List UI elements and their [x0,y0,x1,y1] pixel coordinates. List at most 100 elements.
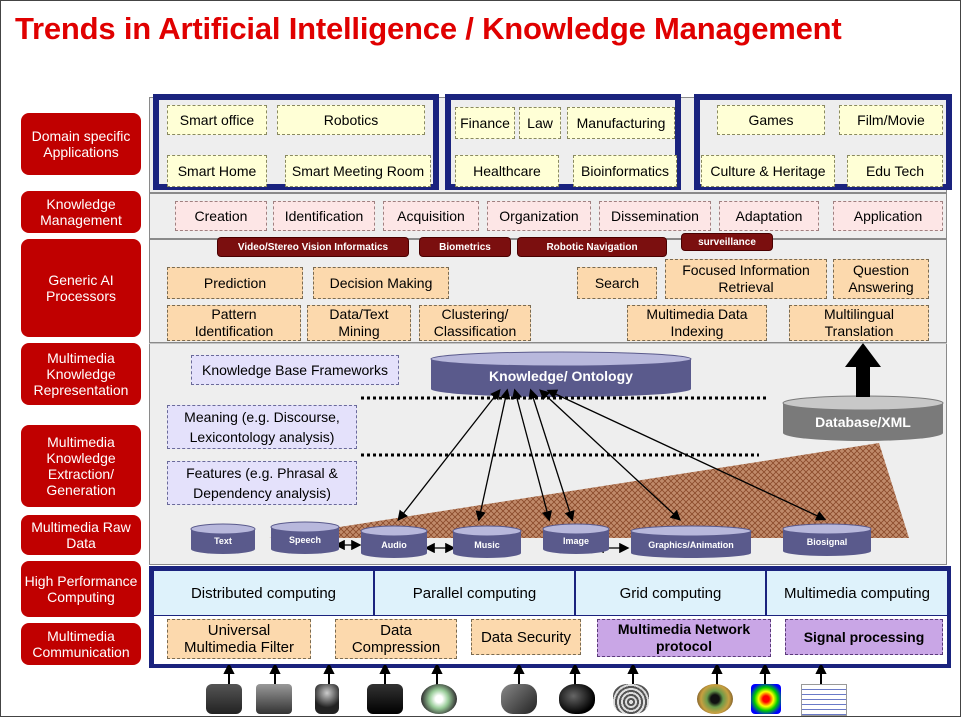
tag-surveillance: surveillance [681,233,773,251]
comm-universal-filter: Universal Multimedia Filter [167,619,311,659]
domain-edu-tech: Edu Tech [847,155,943,187]
proc-decision-making: Decision Making [313,267,449,299]
domain-group-culture [694,94,952,190]
domain-smart-office: Smart office [167,105,267,135]
scanner-icon [256,684,292,714]
comm-signal-processing: Signal processing [785,619,943,655]
km-dissemination: Dissemination [599,201,711,231]
raw-graphics-animation: Graphics/Animation [648,540,734,550]
label-knowledge-management: Knowledge Management [21,191,141,233]
domain-smart-home: Smart Home [167,155,267,187]
fingerprint-icon [613,684,649,714]
label-high-performance: High Performance Computing [21,561,141,617]
cd-music-icon [421,684,457,714]
label-communication: Multimedia Communication [21,623,141,665]
comm-network-line2: protocol [656,638,712,654]
features-line2: Dependency analysis) [193,485,331,501]
comm-filter-line2: Multimedia Filter [183,639,295,656]
proc-search: Search [577,267,657,299]
proc-data-text-mining: Data/Text Mining [307,305,411,341]
domain-healthcare: Healthcare [455,155,559,187]
proc-multilingual-line1: Multilingual [823,306,895,322]
knowledge-ontology: Knowledge/ Ontology [489,368,633,384]
comm-compression-line1: Data [380,622,412,639]
km-acquisition: Acquisition [383,201,479,231]
km-application: Application [833,201,943,231]
meaning-analysis: Meaning (e.g. Discourse, Lexicontology a… [167,405,357,449]
features-line1: Features (e.g. Phrasal & [186,465,338,481]
proc-clustering-line2: Classification [433,323,517,339]
eye-iris-icon [697,684,733,714]
label-generic-ai: Generic AI Processors [21,239,141,337]
proc-question-line1: Question [852,262,910,278]
domain-manufacturing: Manufacturing [567,107,675,139]
raw-data-cylinders [190,521,872,558]
domain-law: Law [519,107,561,139]
proc-mmindex-line1: Multimedia Data [646,306,748,322]
raw-speech: Speech [288,535,321,545]
km-organization: Organization [487,201,591,231]
input-arrows [223,665,827,685]
video-camera-icon [367,684,403,714]
km-adaptation: Adaptation [719,201,819,231]
proc-clustering-line1: Clustering/ [441,306,509,322]
computing-parallel: Parallel computing [375,571,575,615]
tag-biometrics: Biometrics [419,237,511,257]
label-domain-apps: Domain specific Applications [21,113,141,175]
proc-question-answering: Question Answering [833,259,929,299]
domain-finance: Finance [455,107,515,139]
proc-multilingual: Multilingual Translation [789,305,929,341]
domain-group-smart-living [153,94,439,190]
proc-prediction: Prediction [167,267,303,299]
page-title: Trends in Artificial Intelligence / Know… [15,11,842,46]
proc-pattern-line2: Identification [194,323,274,339]
domain-bioinformatics: Bioinformatics [573,155,677,187]
raw-image: Image [562,536,589,546]
tag-robotic-navigation: Robotic Navigation [517,237,667,257]
proc-clustering: Clustering/ Classification [419,305,531,341]
up-arrow-icon [845,343,881,397]
microphone-icon [315,684,339,714]
kb-frameworks: Knowledge Base Frameworks [191,355,399,385]
computing-grid: Grid computing [576,571,766,615]
pen-tablet-icon [501,684,537,714]
comm-network-protocol: Multimedia Network protocol [597,619,771,657]
proc-datatext-line2: Mining [338,323,380,339]
proc-pattern-identification: Pattern Identification [167,305,301,341]
computing-distributed: Distributed computing [154,571,374,615]
comm-network-line1: Multimedia Network [617,621,751,637]
comm-data-security: Data Security [471,619,581,655]
km-creation: Creation [175,201,267,231]
domain-film-movie: Film/Movie [839,105,943,135]
proc-focused-line2: Retrieval [718,279,774,295]
proc-mm-indexing: Multimedia Data Indexing [627,305,767,341]
proc-question-line2: Answering [848,279,914,295]
domain-robotics: Robotics [277,105,425,135]
domain-games: Games [717,105,825,135]
tag-video-vision: Video/Stereo Vision Informatics [217,237,409,257]
label-knowledge-representation: Multimedia Knowledge Representation [21,343,141,405]
comm-data-compression: Data Compression [335,619,457,659]
thermal-scan-icon [751,684,781,714]
domain-group-business [445,94,681,190]
raw-audio: Audio [381,540,407,550]
domain-smart-meeting-room: Smart Meeting Room [285,155,431,187]
computing-multimedia: Multimedia computing [767,571,947,615]
meaning-line2: Lexicontology analysis) [189,429,335,445]
proc-datatext-line1: Data/Text [329,306,389,322]
proc-multilingual-line2: Translation [824,323,894,339]
database-xml: Database/XML [815,414,911,430]
comm-filter-line1: Universal [207,622,271,639]
domain-culture-heritage: Culture & Heritage [701,155,835,187]
km-identification: Identification [273,201,375,231]
raw-music: Music [474,540,500,550]
raw-biosignal: Biosignal [806,537,848,547]
proc-focused-line1: Focused Information [682,262,810,278]
mouse-icon [559,684,595,714]
label-raw-data: Multimedia Raw Data [21,515,141,555]
raw-text: Text [214,536,232,546]
proc-mmindex-line2: Indexing [670,323,724,339]
meaning-line1: Meaning (e.g. Discourse, [184,409,340,425]
proc-pattern-line1: Pattern [211,306,257,322]
